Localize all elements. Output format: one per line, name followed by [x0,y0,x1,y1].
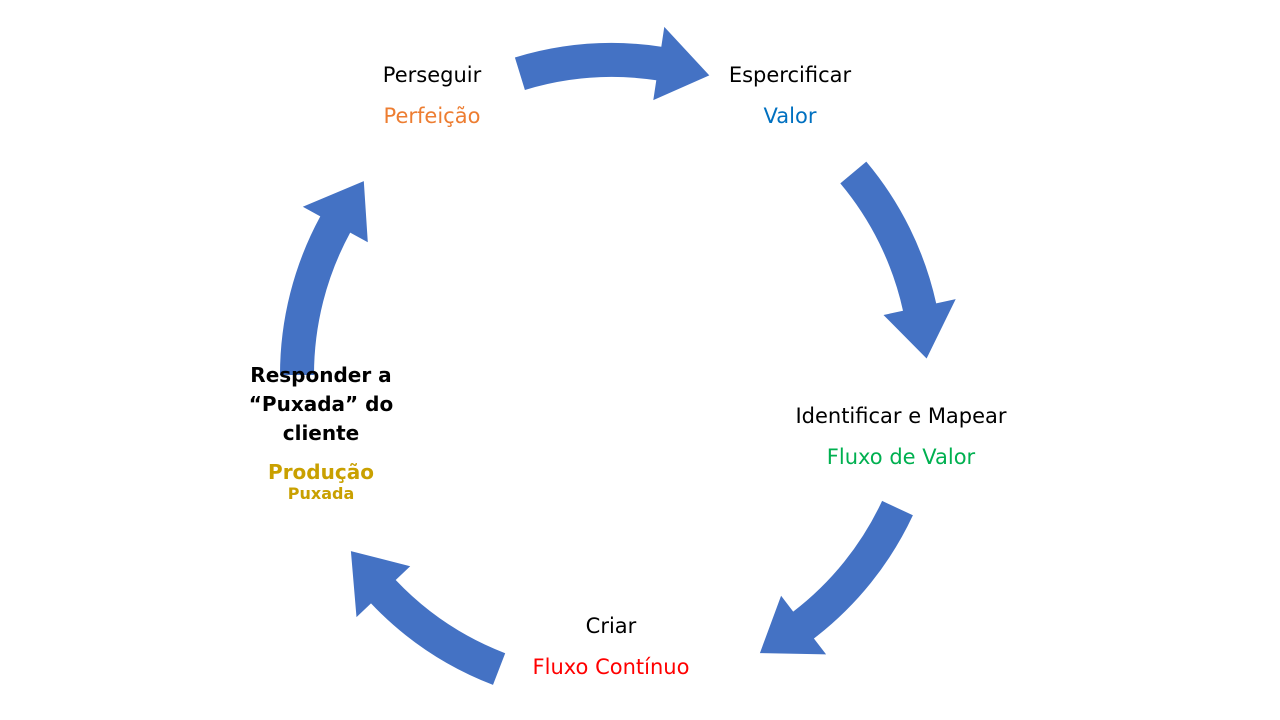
step-responder-puxada: Responder a “Puxada” do cliente Produção… [249,361,393,504]
step-subtitle: Valor [763,104,817,128]
step-identificar-mapear: Identificar e Mapear Fluxo de Valor [795,402,1006,472]
arrow-valor-to-fluxo-de-valor [840,161,956,359]
step-title-line-1: Responder a [250,363,392,387]
arrow-producao-puxada-to-perfeicao [280,181,368,375]
step-title: Perseguir [382,63,482,87]
step-criar-fluxo: Criar Fluxo Contínuo [533,612,690,682]
step-subtitle: Produção [268,460,374,484]
step-title: Espercificar [728,63,852,87]
arrow-perfeicao-to-valor [514,26,710,101]
step-title-line-2: “Puxada” do [248,392,394,416]
step-subtitle: Fluxo Contínuo [532,655,690,679]
step-title: Criar [585,614,637,638]
step-perseguir-perfeicao: Perseguir Perfeição [383,61,481,131]
step-subtitle: Perfeição [383,104,481,128]
step-subtitle: Fluxo de Valor [826,445,976,469]
arrow-fluxo-de-valor-to-fluxo-continuo [759,500,913,655]
step-title: Identificar e Mapear [795,404,1007,428]
step-title-line-3: cliente [282,421,360,445]
step-subtitle-secondary: Puxada [287,484,355,503]
step-especificar-valor: Espercificar Valor [729,61,851,131]
arrow-fluxo-continuo-to-producao-puxada [350,551,506,685]
